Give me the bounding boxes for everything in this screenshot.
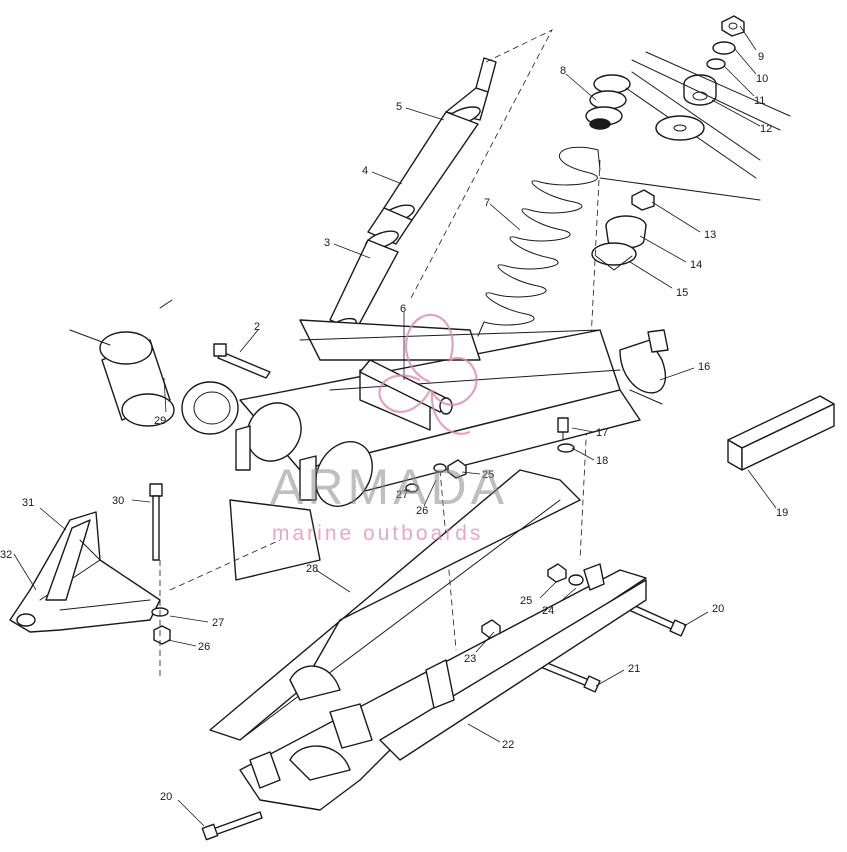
nut-25-lower [547,563,567,583]
callout-7: 7 [484,197,490,209]
pivot-housing [69,299,239,435]
callout-2: 2 [254,321,260,333]
side-plate [229,499,321,581]
callout-20-right: 20 [712,603,724,615]
slider-rail-28 [209,469,581,741]
callout-8: 8 [560,65,566,77]
nut-9 [721,15,745,37]
callout-19: 19 [776,507,788,519]
shock-spring [477,146,601,337]
cup-15 [591,242,637,271]
callout-27-center: 27 [396,489,408,501]
upper-shock-bushing [585,71,761,179]
callout-25-lower: 25 [520,595,532,607]
callout-5: 5 [396,101,402,113]
callout-22: 22 [502,739,514,751]
nut-25-upper [447,459,467,479]
callout-31: 31 [22,497,34,509]
bushing-12 [683,74,717,106]
watermark: ARMADA marine outboards [270,313,508,545]
washer-24 [568,574,584,586]
callout-21: 21 [628,663,640,675]
callout-3: 3 [324,237,330,249]
callout-11: 11 [754,95,765,107]
washer-18 [557,443,575,453]
callout-23: 23 [464,653,476,665]
callout-15: 15 [676,287,688,299]
pivot-rings [235,402,373,507]
square-tube-19 [727,395,835,471]
leader-lines [13,25,777,827]
bolt-2 [213,343,271,379]
callout-16: 16 [698,361,710,373]
callout-20-bottom: 20 [160,791,172,803]
callout-27-left: 27 [212,617,224,629]
watermark-brand: ARMADA [270,459,508,515]
callout-24: 24 [542,605,554,617]
washer-26 [433,463,447,473]
rail-guide-lines [599,51,791,201]
callout-17: 17 [596,427,608,439]
rear-mount-clamp-16 [619,329,669,405]
bolt-30 [149,483,163,561]
callout-28: 28 [306,563,318,575]
alignment-line-a [409,29,553,301]
nut-26-left [153,625,171,645]
callout-10: 10 [756,73,768,85]
alignment-line-e [169,539,281,591]
callout-32: 32 [0,549,12,561]
mount-bracket-32 [9,511,161,633]
callout-18: 18 [596,455,608,467]
bracket-clip-31 [45,519,101,601]
callout-13: 13 [704,229,716,241]
bolt-17 [557,417,569,441]
watermark-tagline: marine outboards [272,522,483,545]
callout-6: 6 [400,303,406,315]
bolt-20-bottom [201,811,263,841]
nut-13 [631,189,655,211]
pink-clover-logo-icon [378,313,478,435]
callout-labels: 2 3 4 5 6 7 8 9 10 11 12 13 14 15 16 17 … [0,51,788,803]
slider-rail-22 [239,563,647,811]
washer-11 [706,58,726,70]
bolt-21 [537,659,601,693]
callout-4: 4 [362,165,368,177]
bolt-20-right [619,599,687,637]
callout-26-center: 26 [416,505,428,517]
callout-25-upper: 25 [482,469,494,481]
callout-12: 12 [760,123,772,135]
washer-plate [655,115,705,141]
callout-29: 29 [154,415,166,427]
callout-30: 30 [112,495,124,507]
callout-26-left: 26 [198,641,210,653]
callout-9: 9 [758,51,764,63]
washer-10 [712,41,736,55]
callout-14: 14 [690,259,702,271]
